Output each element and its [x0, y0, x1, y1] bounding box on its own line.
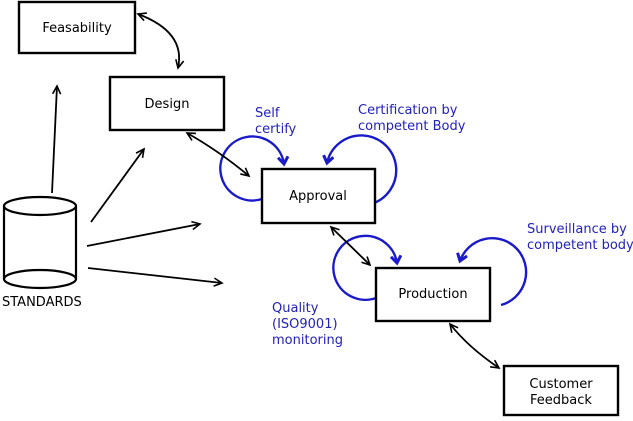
approval-production-arrow: [329, 225, 372, 267]
customer-feedback-label-line2: Feedback: [530, 393, 592, 408]
design-approval-arrow: [185, 132, 251, 178]
annotation-quality-monitoring: Quality (ISO9001) monitoring: [272, 301, 343, 348]
quality-line2: (ISO9001): [272, 317, 338, 332]
standards-to-feasability-arrow: [51, 84, 62, 194]
design-label: Design: [145, 97, 190, 112]
cylinder-top-ellipse: [2, 195, 78, 217]
approval-box: [260, 167, 377, 225]
feasability-label: Feasability: [42, 21, 112, 36]
annotation-self-certify: Self certify: [255, 106, 297, 137]
customer-feedback-box: [502, 364, 620, 417]
process-boxes: [17, 0, 620, 417]
surveillance-line1: Surveillance by: [527, 222, 627, 237]
certification-line2: competent Body: [358, 119, 466, 134]
certification-line1: Certification by: [358, 103, 458, 118]
annotation-certification: Certification by competent Body: [358, 103, 466, 134]
blue-annotations: Self certify Certification by competent …: [255, 103, 633, 348]
node-labels: Feasability Design Approval Production C…: [2, 21, 593, 408]
cylinder-bottom-ellipse: [2, 268, 78, 290]
design-box: [108, 75, 226, 132]
production-customer-feedback-arrow: [448, 322, 501, 370]
feasability-design-arrow: [136, 12, 185, 70]
surveillance-line2: competent body: [527, 238, 633, 253]
standards-cylinder: [2, 195, 78, 290]
standards-to-design-arrow: [90, 147, 146, 223]
self-certify-line2: certify: [255, 122, 297, 137]
quality-line1: Quality: [272, 301, 319, 316]
self-certify-line1: Self: [255, 106, 280, 121]
black-arrows: [51, 12, 501, 370]
quality-line3: monitoring: [272, 333, 343, 348]
certification-loop-arrow: [327, 134, 398, 206]
standards-label: STANDARDS: [2, 295, 82, 310]
customer-feedback-label-line1: Customer: [529, 377, 593, 392]
surveillance-loop-arrow: [460, 237, 528, 307]
production-label: Production: [398, 287, 467, 302]
feasability-box: [17, 0, 137, 55]
standards-to-production-arrow: [87, 267, 224, 287]
production-box: [374, 266, 492, 323]
annotation-surveillance: Surveillance by competent body: [527, 222, 633, 253]
standards-to-approval-arrow: [86, 220, 202, 247]
approval-label: Approval: [289, 189, 347, 204]
